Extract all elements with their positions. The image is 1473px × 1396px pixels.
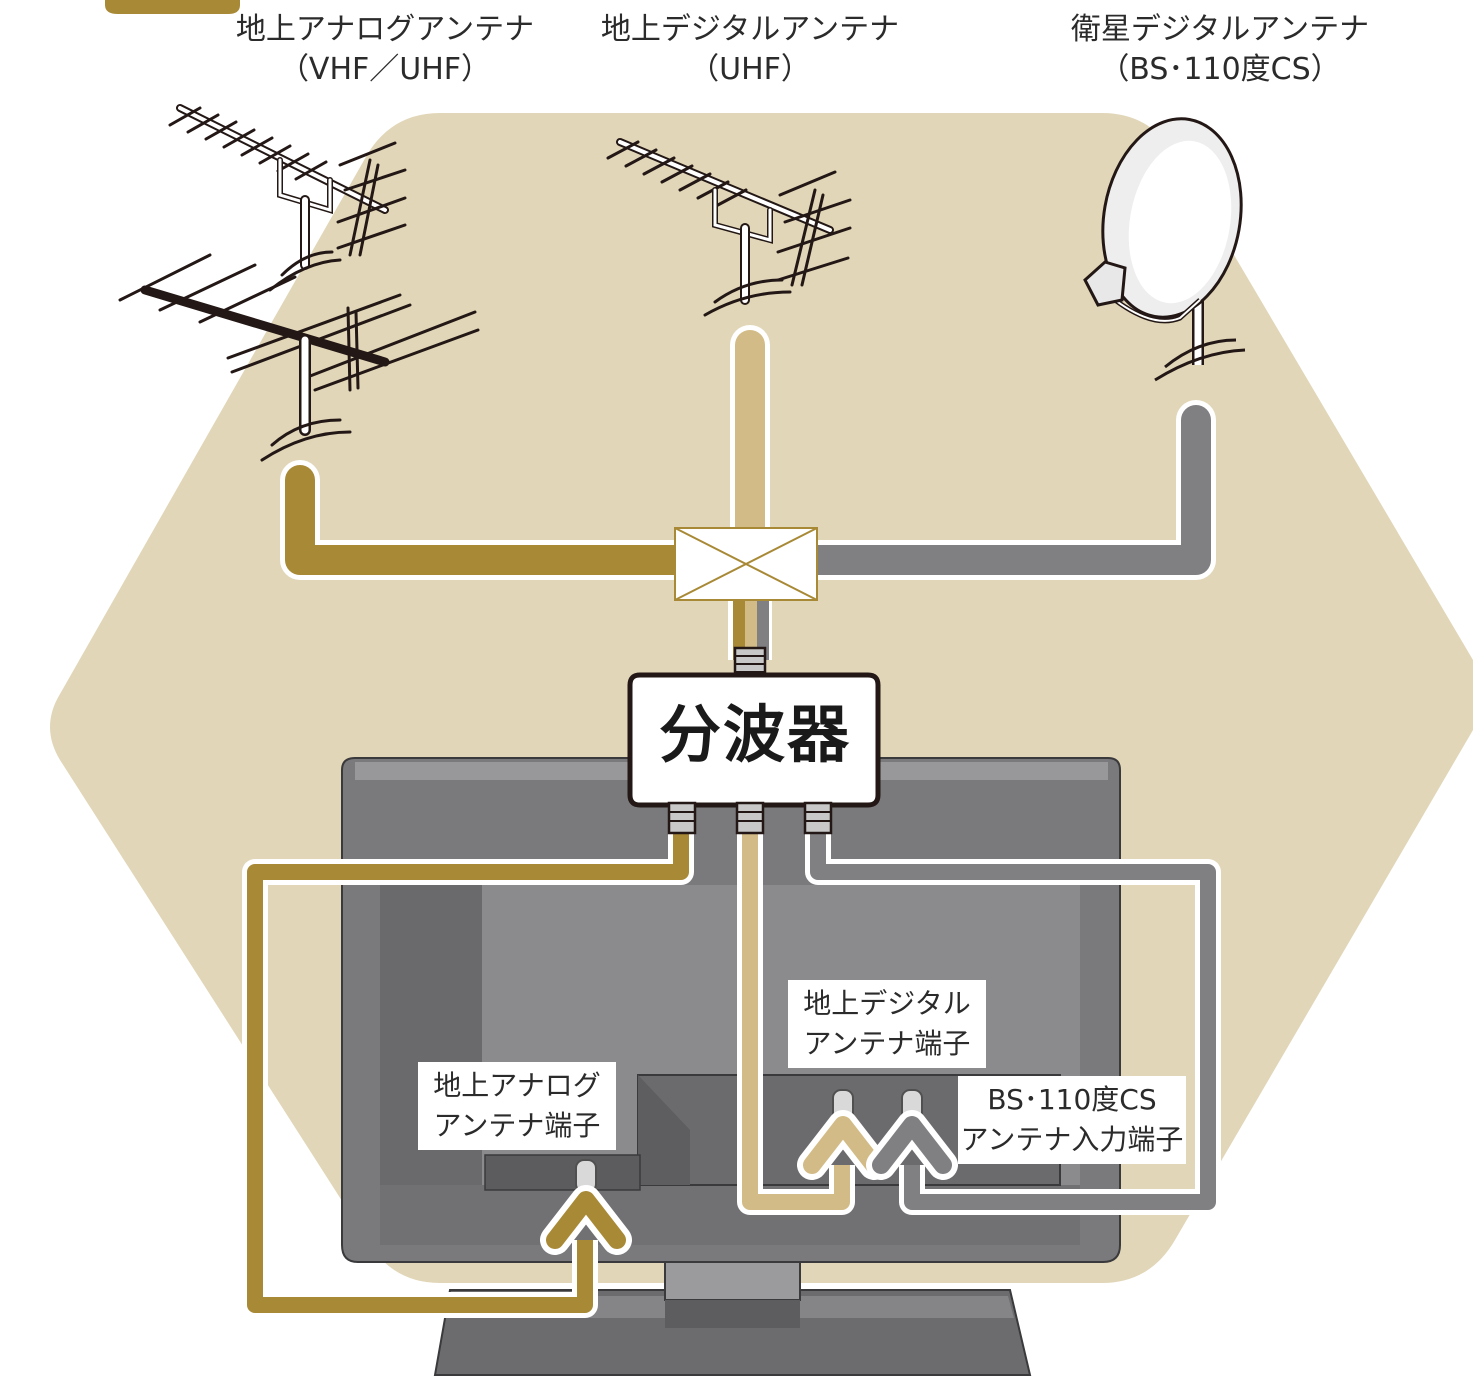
analog-terminal-line1: 地上アナログ [433,1069,601,1102]
digital-antenna-band: （UHF） [689,52,811,87]
satellite-antenna-label: 衛星デジタルアンテナ （BS･110度CS） [1060,10,1380,90]
mixer-icon [674,527,818,601]
terminal-plugs [575,1089,923,1193]
satellite-terminal-line2: アンテナ入力端子 [960,1123,1184,1156]
digital-antenna-name: 地上デジタルアンテナ [600,12,900,47]
digital-terminal-line2: アンテナ端子 [803,1027,971,1060]
analog-antenna-band: （VHF／UHF） [278,52,492,87]
satellite-antenna-band: （BS･110度CS） [1099,52,1341,87]
digital-terminal-label: 地上デジタル アンテナ端子 [788,980,986,1068]
digital-antenna-label: 地上デジタルアンテナ （UHF） [595,10,905,90]
satellite-antenna-name: 衛星デジタルアンテナ [1070,12,1370,47]
splitter-label: 分波器 [658,698,851,771]
splitter-icon [627,646,881,835]
satellite-dish-icon [1083,117,1246,382]
upper-cables [280,325,1216,660]
analog-terminal-label: 地上アナログ アンテナ端子 [418,1062,616,1150]
satellite-terminal-label: BS･110度CS アンテナ入力端子 [958,1076,1186,1164]
analog-antenna-icon [118,104,480,462]
digital-antenna-icon [606,138,852,317]
corner-tab [105,0,240,14]
analog-antenna-label: 地上アナログアンテナ （VHF／UHF） [225,10,545,90]
lower-cables [242,830,1221,1318]
digital-terminal-line1: 地上デジタル [803,987,971,1020]
analog-terminal-line2: アンテナ端子 [433,1109,601,1142]
analog-antenna-name: 地上アナログアンテナ [235,12,535,47]
satellite-terminal-line1: BS･110度CS [987,1083,1157,1116]
arrow-up-icon [540,1110,958,1255]
